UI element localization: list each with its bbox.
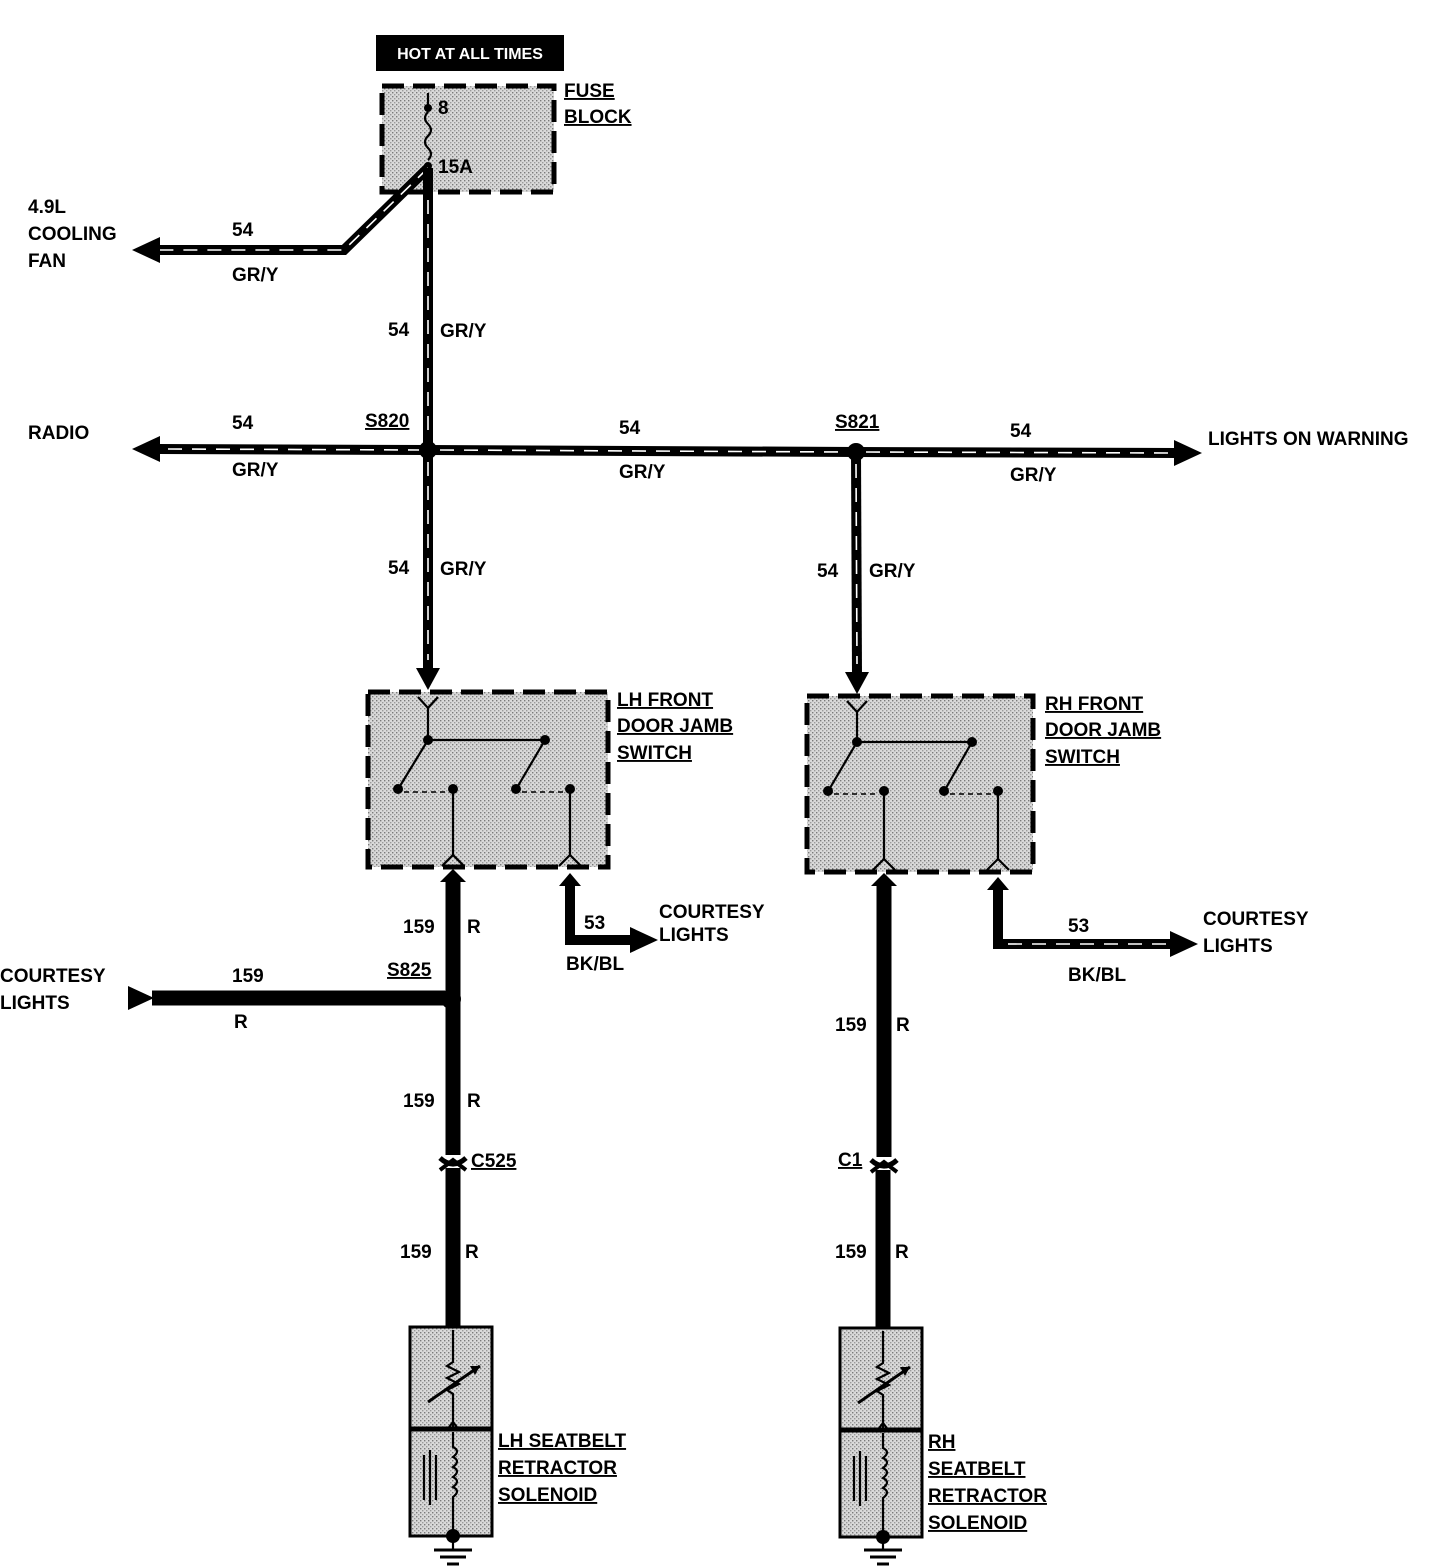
wire-54-radio [132, 436, 429, 462]
lh-seatbelt-solenoid [408, 1325, 494, 1543]
wire-159-lh-courtesy [128, 986, 445, 1010]
lh-solenoid-title-2: RETRACTOR [498, 1458, 617, 1479]
wire-label-54-rh: 54 [817, 561, 839, 582]
rh-switch-title-2: DOOR JAMB [1045, 720, 1161, 741]
rh-switch-title-3: SWITCH [1045, 747, 1120, 768]
rh-solenoid-title-4: SOLENOID [928, 1513, 1027, 1534]
arrow-down-icon [416, 668, 440, 690]
wire-label-159-lh-2: 159 [403, 1091, 435, 1112]
wire-label-54-vert1: 54 [388, 320, 410, 341]
arrow-left-icon [128, 986, 154, 1010]
wire-color-53-lh: BK/BL [566, 954, 624, 975]
hot-at-all-times-label: HOT AT ALL TIMES [376, 35, 564, 71]
radio-label: RADIO [28, 423, 89, 444]
wire-159-lh [438, 869, 468, 1330]
wire-color-159-lh-3: R [465, 1242, 479, 1263]
connector-c525-label: C525 [471, 1151, 517, 1172]
wire-label-54-fan: 54 [232, 220, 254, 241]
fuse-number: 8 [438, 98, 449, 119]
wire-54-lights-on-warning [855, 440, 1202, 466]
arrow-right-icon [1170, 931, 1198, 957]
wire-color-rh: GR/Y [869, 561, 916, 582]
splice-s820-label: S820 [365, 411, 409, 432]
wire-color-159-rh-2: R [895, 1242, 909, 1263]
wire-color-159-lh-2: R [467, 1091, 481, 1112]
lh-courtesy-label-1: COURTESY [659, 902, 765, 923]
connector-c1-label: C1 [838, 1150, 863, 1171]
fuse-rating: 15A [438, 157, 473, 178]
lh-door-jamb-switch [365, 689, 611, 870]
lh-switch-title-3: SWITCH [617, 743, 692, 764]
wire-color-vert1: GR/Y [440, 321, 487, 342]
splice-s825-label: S825 [387, 960, 432, 981]
left-courtesy-label-2: LIGHTS [0, 993, 70, 1014]
coil-icon [880, 1433, 889, 1531]
wire-label-54-bus: 54 [619, 418, 641, 439]
wire-label-159-lh-3: 159 [400, 1242, 432, 1263]
wire-54-to-rh-switch [845, 451, 869, 694]
rh-solenoid-title-2: SEATBELT [928, 1459, 1026, 1480]
lh-solenoid-title-1: LH SEATBELT [498, 1431, 626, 1452]
wire-label-53-lh: 53 [584, 913, 605, 934]
lh-courtesy-label-2: LIGHTS [659, 925, 729, 946]
wire-label-159-courtesy: 159 [232, 966, 264, 987]
arrow-right-icon [630, 927, 658, 953]
arrow-right-icon [1174, 440, 1202, 466]
wire-label-159-lh-1: 159 [403, 917, 435, 938]
wire-color-warning: GR/Y [1010, 465, 1057, 486]
splice-s825-dot [441, 989, 461, 1009]
wire-53-rh-courtesy [987, 877, 1198, 957]
wire-color-lh: GR/Y [440, 559, 487, 580]
ground-icon [434, 1536, 472, 1566]
arrow-left-icon [132, 436, 160, 462]
fuse-icon [423, 111, 433, 161]
wire-color-159-lh-1: R [467, 917, 481, 938]
coil-icon [450, 1432, 459, 1530]
cooling-fan-label-3: FAN [28, 251, 66, 272]
ground-icon [864, 1537, 902, 1566]
wire-color-fan: GR/Y [232, 265, 279, 286]
wire-label-159-rh-1: 159 [835, 1015, 867, 1036]
cooling-fan-label-2: COOLING [28, 224, 117, 245]
lights-on-warning-label: LIGHTS ON WARNING [1208, 429, 1409, 450]
wire-54-cooling-fan [132, 164, 432, 263]
left-courtesy-label-1: COURTESY [0, 966, 106, 987]
wire-label-54-warning: 54 [1010, 421, 1032, 442]
rh-solenoid-title-3: RETRACTOR [928, 1486, 1047, 1507]
wire-color-159-courtesy: R [234, 1012, 248, 1033]
wire-color-159-rh-1: R [896, 1015, 910, 1036]
wire-color-bus: GR/Y [619, 462, 666, 483]
fuse-block-title-1: FUSE [564, 81, 615, 102]
wire-label-54-radio: 54 [232, 413, 254, 434]
fuse-block-title-2: BLOCK [564, 107, 632, 128]
lh-switch-title-2: DOOR JAMB [617, 716, 733, 737]
rh-seatbelt-solenoid [838, 1326, 924, 1544]
svg-text:HOT AT ALL TIMES: HOT AT ALL TIMES [397, 46, 543, 63]
wire-label-159-rh-2: 159 [835, 1242, 867, 1263]
wire-color-radio: GR/Y [232, 460, 279, 481]
rh-courtesy-label-2: LIGHTS [1203, 936, 1273, 957]
cooling-fan-label-1: 4.9L [28, 197, 66, 218]
rh-solenoid-title-1: RH [928, 1432, 955, 1453]
arrow-left-icon [132, 237, 160, 263]
fuse-block: 8 15A [379, 83, 557, 195]
wire-label-53-rh: 53 [1068, 916, 1089, 937]
wire-54-s820-to-s821 [427, 445, 857, 457]
wire-color-53-rh: BK/BL [1068, 965, 1126, 986]
lh-solenoid-title-3: SOLENOID [498, 1485, 597, 1506]
wire-159-rh [869, 873, 899, 1330]
lh-switch-title-1: LH FRONT [617, 690, 713, 711]
arrow-down-icon [845, 672, 869, 694]
rh-courtesy-label-1: COURTESY [1203, 909, 1309, 930]
wire-54-to-lh-switch [416, 450, 440, 690]
wire-label-54-lh: 54 [388, 558, 410, 579]
splice-s821-label: S821 [835, 412, 880, 433]
rh-switch-title-1: RH FRONT [1045, 694, 1144, 715]
wire-53-lh-courtesy [559, 873, 658, 953]
rh-door-jamb-switch [804, 693, 1036, 875]
